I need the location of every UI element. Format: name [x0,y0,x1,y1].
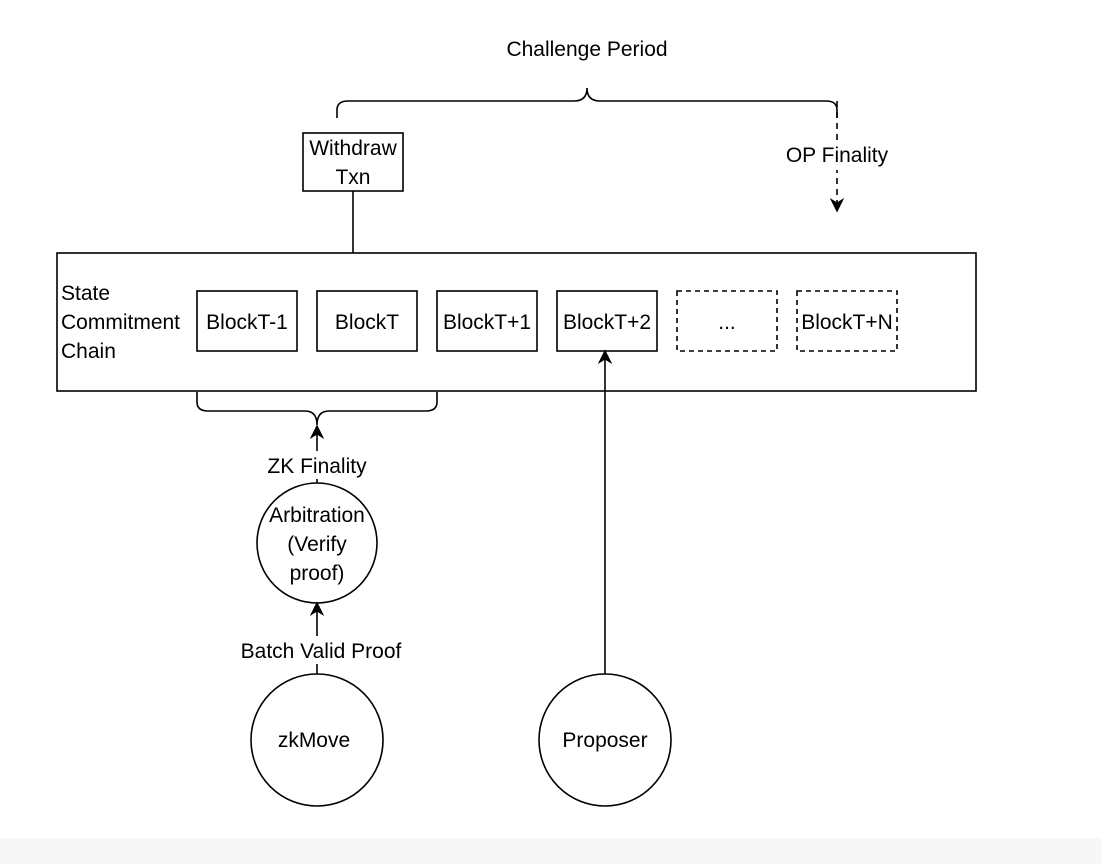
block-label: BlockT+1 [443,311,531,334]
block-label: ... [718,311,736,334]
arbitration-line-2: (Verify [287,533,347,556]
bottom-strip [0,838,1102,864]
zkmove-label: zkMove [278,729,350,752]
block-blockt: BlockT [316,290,418,352]
arbitration-node: Arbitration (Verify proof) [256,482,378,604]
arbitration-line-1: Arbitration [269,504,365,527]
challenge-period-brace [336,87,838,118]
block-label: BlockT+N [801,311,893,334]
block-label: BlockT-1 [206,311,288,334]
proposer-node: Proposer [538,673,672,807]
zkmove-node: zkMove [250,673,384,807]
withdraw-txn-box: Withdraw Txn [302,132,404,192]
zk-finality-label: ZK Finality [267,455,367,478]
block-label: BlockT [335,311,399,334]
zk-finality-brace [196,392,438,426]
state-commitment-chain-label-line-3: Chain [61,340,116,363]
batch-valid-proof-label: Batch Valid Proof [241,640,402,663]
block-blockt-plus-2: BlockT+2 [556,290,658,352]
state-commitment-chain-label-line-1: State [61,282,110,305]
challenge-period-label: Challenge Period [506,38,667,61]
state-commitment-chain-label-line-2: Commitment [61,311,180,334]
block-blockt-plus-n: BlockT+N [796,290,898,352]
block-blockt-minus-1: BlockT-1 [196,290,298,352]
block-ellipsis: ... [676,290,778,352]
proposer-label: Proposer [562,729,647,752]
block-label: BlockT+2 [563,311,651,334]
arbitration-line-3: proof) [290,562,345,585]
block-blockt-plus-1: BlockT+1 [436,290,538,352]
withdraw-txn-line-2: Txn [335,166,370,189]
withdraw-txn-line-1: Withdraw [309,137,397,160]
op-finality-label: OP Finality [786,144,889,167]
